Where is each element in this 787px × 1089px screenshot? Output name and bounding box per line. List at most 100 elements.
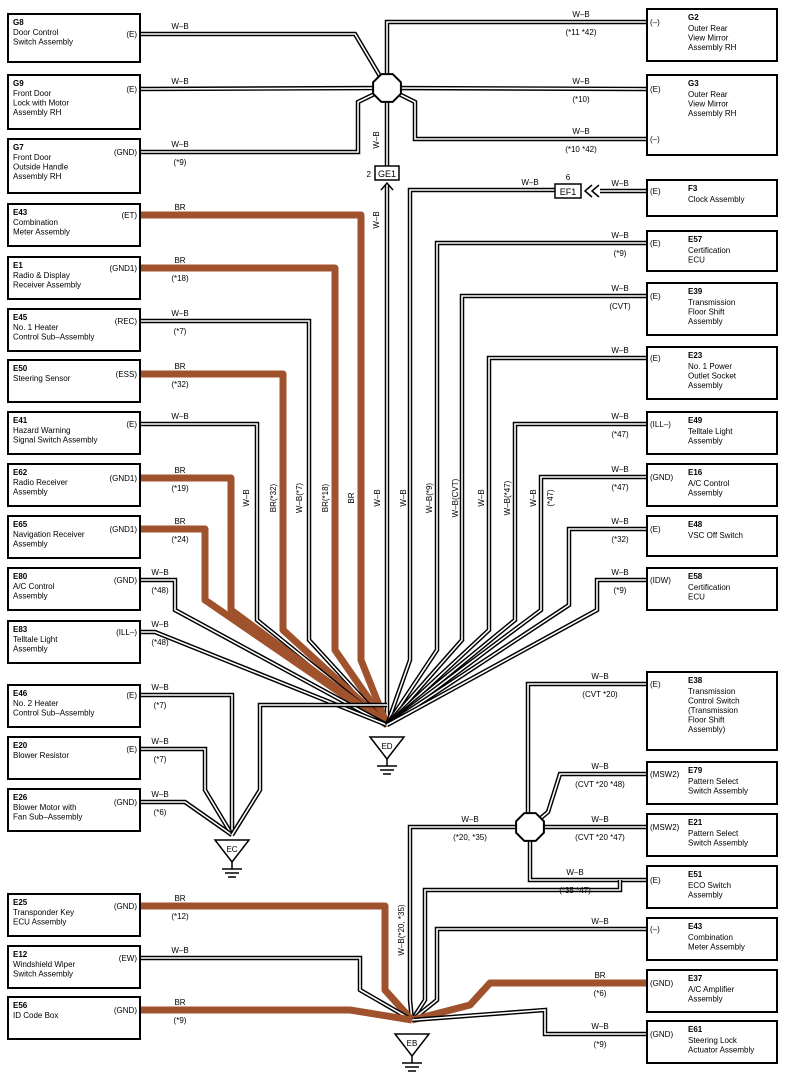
wire-note-label: (*32) (171, 380, 189, 389)
wire-e49 (385, 421, 647, 727)
component-name-line: ECU (688, 593, 705, 602)
component-name-line: Assembly (13, 645, 48, 654)
component-e45-box (7, 308, 141, 352)
component-pin: (GND) (114, 148, 137, 157)
wire-e61 (411, 1007, 647, 1037)
wire-color-label: BR (174, 517, 185, 526)
component-name-line: Actuator Assembly (688, 1046, 754, 1055)
junction-connector-bottom (515, 812, 545, 842)
component-code: E61 (688, 1025, 703, 1034)
component-e1-box (7, 256, 141, 300)
eb-junction-note-label: (*20, *35) (453, 833, 487, 842)
component-name-line: Assembly (688, 489, 723, 498)
wire-color-label: BR (174, 362, 185, 371)
component-e83-box (7, 620, 141, 664)
connector-ef1-arrow (583, 184, 600, 198)
wire-e51-inner (529, 827, 647, 881)
wire-color-label: BR (174, 894, 185, 903)
wire-e41-inner (140, 423, 388, 726)
wire-color-label: W–B (611, 465, 628, 474)
component-g2-box (646, 8, 778, 62)
connector-ef1-label: EF1 (560, 187, 577, 197)
component-name-line: Fan Sub–Assembly (13, 813, 82, 822)
fan-wire-label: W–B(CVT) (451, 478, 460, 517)
wire-e83 (140, 629, 388, 728)
wire-e37 (411, 979, 647, 1024)
wire-e65 (140, 525, 389, 728)
component-code: G8 (13, 18, 24, 27)
component-g8-box (7, 13, 141, 63)
wire-g2-outer (384, 19, 647, 88)
ge1-wire-label: W–B (372, 211, 381, 228)
component-name-line: ECO Switch (688, 881, 731, 890)
wire-e51 (527, 827, 647, 883)
wire-note-label: (*12) (171, 912, 189, 921)
component-name-line: Switch Assembly (13, 970, 73, 979)
component-e50-box (7, 359, 141, 403)
wire-e46 (140, 692, 235, 835)
wire-color-label: W–B (591, 762, 608, 771)
wire-color-label: W–B (611, 568, 628, 577)
wire-note-label: (*32) (611, 535, 629, 544)
component-name-line: Certification (688, 583, 730, 592)
component-name-line: Assembly (13, 540, 48, 549)
component-name-line: Door Control (13, 28, 59, 37)
wire-note-label: (CVT *20 *47) (575, 833, 625, 842)
wire-e50-stroke (140, 370, 390, 728)
wire-color-label: W–B (151, 568, 168, 577)
wire-e1-stroke (140, 264, 390, 727)
component-name-line: VSC Off Switch (688, 531, 743, 540)
component-name-line: ID Code Box (13, 1011, 58, 1020)
component-pin: (E) (126, 420, 137, 429)
component-code: E43 (13, 208, 28, 217)
wire-e80-inner (140, 579, 388, 726)
wire-e48 (385, 526, 647, 727)
component-name-line: Clock Assembly (688, 195, 744, 204)
wire-note-label: (*6) (594, 989, 607, 998)
component-e26-box (7, 788, 141, 832)
wire-note-label: (*47) (611, 483, 629, 492)
component-code: E26 (13, 793, 28, 802)
component-name-line: Front Door (13, 89, 52, 98)
component-e61-box (646, 1020, 778, 1064)
component-name-line: Telltale Light (13, 635, 58, 644)
component-name-line: Assembly RH (13, 108, 62, 117)
wire-e25-stroke (140, 902, 415, 1023)
fan-wire-label: W–B (242, 489, 251, 506)
component-code: E83 (13, 625, 28, 634)
component-name-line: Steering Sensor (13, 374, 71, 383)
component-e21-box (646, 813, 778, 857)
wire-e83-inner (140, 631, 388, 726)
wire-color-label: W–B (611, 231, 628, 240)
component-name-line: Assembly (688, 317, 723, 326)
wire-color-label: W–B (151, 620, 168, 629)
component-e46-box (7, 684, 141, 728)
component-name-line: Pattern Select (688, 829, 739, 838)
component-name-line: Blower Resistor (13, 751, 69, 760)
component-e65-box (7, 515, 141, 559)
wire-color-label: W–B (171, 22, 188, 31)
component-pin: (–) (650, 135, 660, 144)
wire-color-label: W–B (591, 917, 608, 926)
component-e38-box (646, 671, 778, 751)
component-code: E56 (13, 1001, 28, 1010)
wire-g2-inner (386, 21, 647, 88)
wire-color-label: W–B (611, 517, 628, 526)
component-name-line: Control Switch (688, 697, 740, 706)
ground-ed: ED (368, 736, 406, 775)
wire-note-label: (*7) (174, 327, 187, 336)
component-name-line: Meter Assembly (688, 943, 745, 952)
component-name-line: Assembly (688, 437, 723, 446)
component-code: E46 (13, 689, 28, 698)
component-e48-box (646, 515, 778, 557)
component-name-line: Assembly RH (688, 43, 737, 52)
fan-wire-label: W–B(*9) (425, 483, 434, 514)
component-pin: (EW) (119, 954, 138, 963)
wire-g3b (385, 85, 647, 142)
component-code: E80 (13, 572, 28, 581)
component-name-line: Assembly (688, 995, 723, 1004)
wire-note-label: (*9) (614, 586, 627, 595)
wire-ef1-ed-inner (386, 189, 555, 726)
wire-color-label: W–B (171, 77, 188, 86)
component-name-line: Hazard Warning (13, 426, 71, 435)
